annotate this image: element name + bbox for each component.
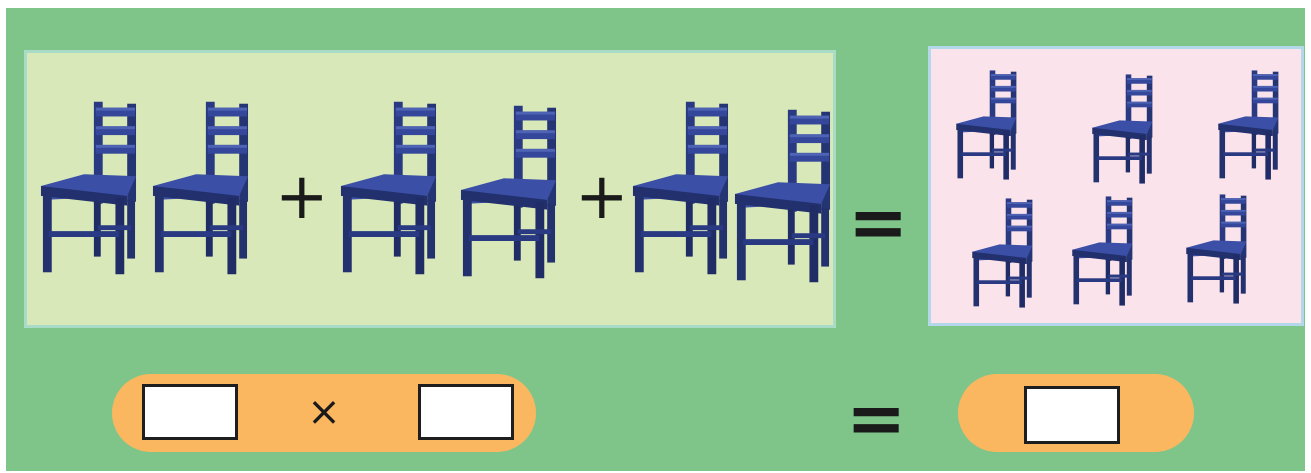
chair-icon bbox=[340, 101, 437, 275]
chair-icon bbox=[1218, 70, 1279, 180]
plus-sign: + bbox=[275, 160, 329, 234]
chair-icon bbox=[956, 70, 1017, 180]
product-answer-box[interactable] bbox=[1024, 386, 1120, 444]
equals-sign: = bbox=[848, 180, 909, 264]
chair-icon bbox=[1186, 194, 1247, 304]
product-equals-sign: = bbox=[846, 376, 907, 460]
chair-icon bbox=[734, 109, 831, 283]
multiplication-pill: × bbox=[112, 374, 536, 452]
chair-icon bbox=[632, 101, 729, 275]
worksheet-board: + + = × = bbox=[6, 8, 1305, 471]
repeated-addition-panel: + + bbox=[24, 50, 836, 328]
factor-2-answer-box[interactable] bbox=[418, 384, 514, 440]
product-pill bbox=[958, 374, 1194, 452]
chair-icon bbox=[972, 198, 1033, 308]
chair-icon bbox=[1092, 74, 1153, 184]
result-chairs-panel bbox=[928, 46, 1304, 326]
times-sign: × bbox=[307, 389, 341, 435]
chair-icon bbox=[152, 101, 249, 275]
plus-sign: + bbox=[575, 160, 629, 234]
chair-icon bbox=[460, 105, 557, 279]
factor-1-answer-box[interactable] bbox=[142, 384, 238, 440]
chair-icon bbox=[1072, 196, 1133, 306]
chair-icon bbox=[40, 101, 137, 275]
